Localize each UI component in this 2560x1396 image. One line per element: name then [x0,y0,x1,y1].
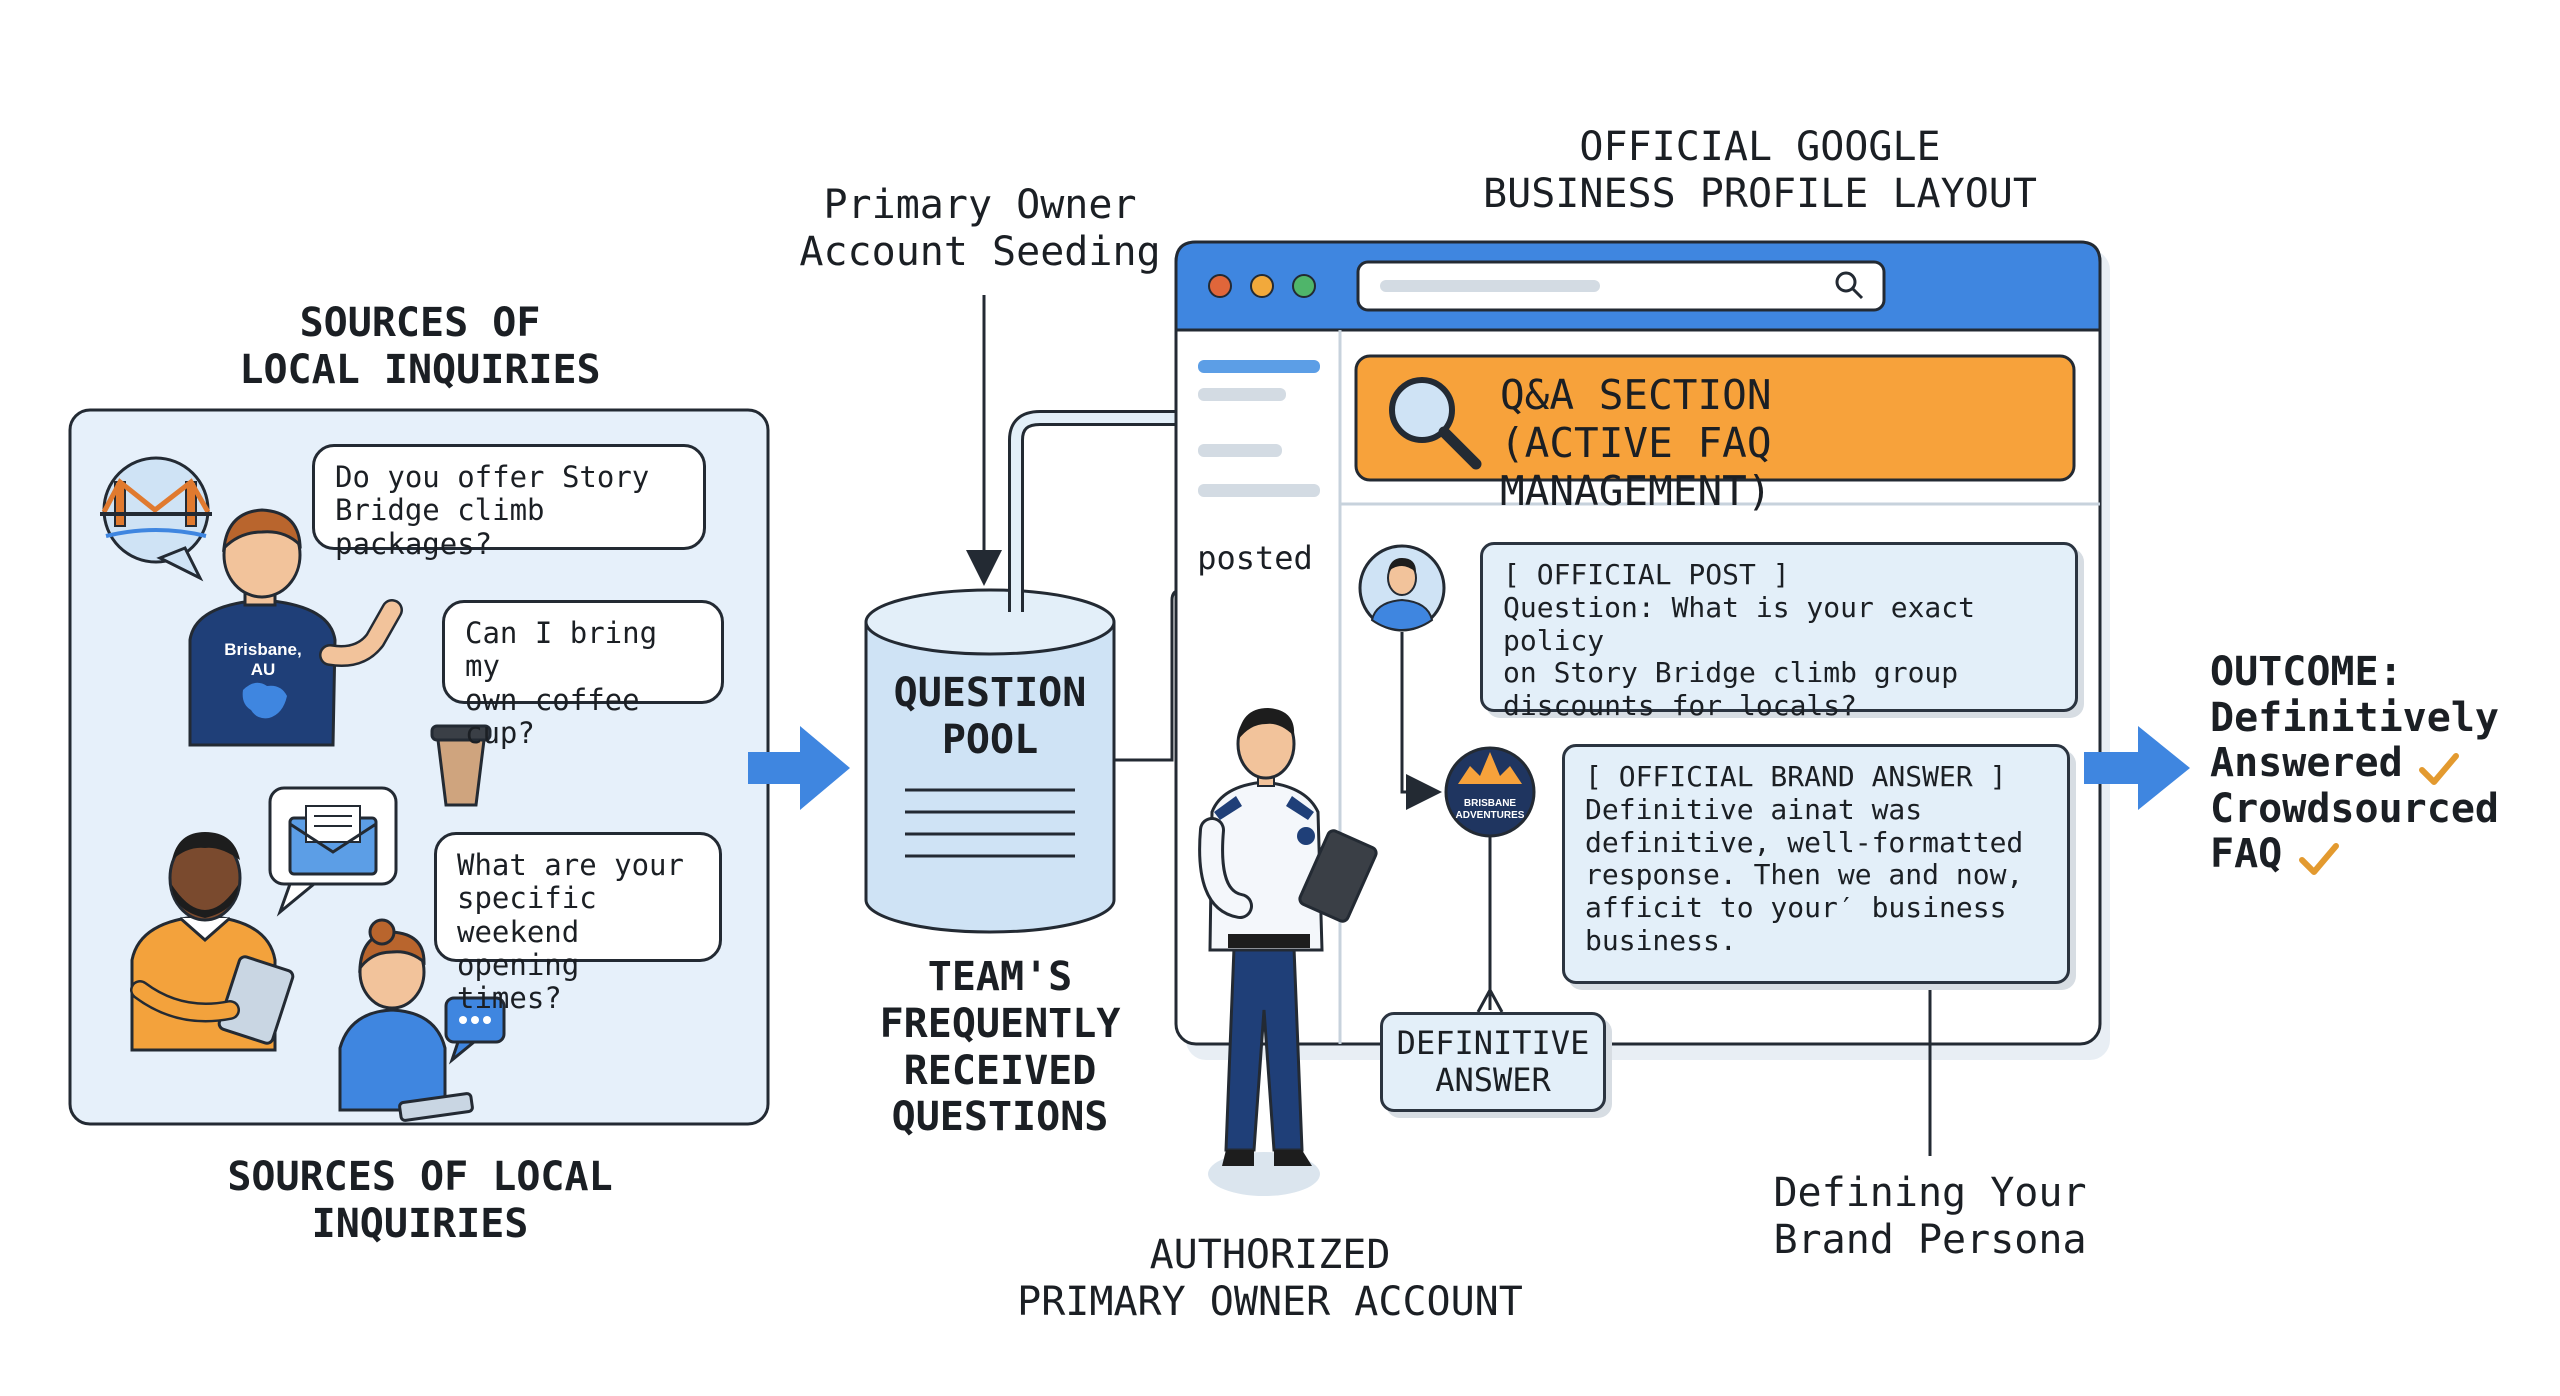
pool-title: QUESTION POOL [893,670,1087,763]
brand-badge-icon [1444,746,1536,838]
user-avatar-icon [1358,544,1446,632]
inquiry-bubble-3: What are your specific weekend opening t… [434,832,722,1015]
outcome-line-1: Definitively [2210,694,2499,741]
authorized-label: AUTHORIZED PRIMARY OWNER ACCOUNT [1017,1232,1523,1325]
pool-caption: TEAM'S FREQUENTLY RECEIVED QUESTIONS [879,954,1121,1141]
outcome-line-3: Crowdsourced [2210,785,2499,832]
posted-label: posted [1197,539,1313,577]
outcome-line-4: FAQ [2210,831,2283,878]
mail-icon [268,786,398,917]
checkmark-icon [2419,753,2459,785]
inquiry-bubble-1: Do you offer Story Bridge climb packages… [312,444,706,560]
local-person-2 [130,832,295,1052]
search-bar[interactable] [1356,260,1886,312]
arrow-icon [2084,726,2190,810]
tshirt-text: Brisbane, AU [224,640,302,679]
badge-text: BRISBANE ADVENTURES [1455,798,1525,821]
magnifier-icon [1389,377,1482,470]
chat-icon [444,996,506,1065]
official-post-card[interactable]: [ OFFICIAL POST ] Question: What is your… [1480,542,2078,722]
search-icon[interactable] [1835,271,1864,300]
outcome-block: OUTCOME: Definitively Answered Crowdsour… [2210,649,2550,878]
sources-title-top: SOURCES OF LOCAL INQUIRIES [239,300,601,393]
brand-answer-card[interactable]: [ OFFICIAL BRAND ANSWER ] Definitive ain… [1562,744,2070,984]
qa-section-box [1354,354,2076,482]
inquiry-bubble-2: Can I bring my own coffee cup? [442,600,724,750]
local-person-1 [188,508,403,747]
definitive-answer-box: DEFINITIVE ANSWER [1380,1012,1606,1112]
bridge-icon [100,456,212,582]
local-person-3 [338,918,474,1122]
brand-persona-label: Defining Your Brand Persona [1773,1170,2087,1263]
question-pool-cylinder [864,588,1116,934]
seeding-label: Primary Owner Account Seeding [799,182,1161,275]
arrow-icon [748,726,850,810]
authorized-officer [1198,708,1378,1196]
coffee-cup-icon [430,724,492,807]
outcome-line-2: Answered [2210,740,2403,787]
sources-title-bottom: SOURCES OF LOCAL INQUIRIES [227,1154,613,1247]
gbp-title: OFFICIAL GOOGLE BUSINESS PROFILE LAYOUT [1483,124,2037,217]
checkmark-icon [2299,843,2339,875]
outcome-title: OUTCOME: [2210,649,2403,695]
qa-section-title[interactable]: Q&A SECTION (ACTIVE FAQ MANAGEMENT) [1500,371,1772,515]
